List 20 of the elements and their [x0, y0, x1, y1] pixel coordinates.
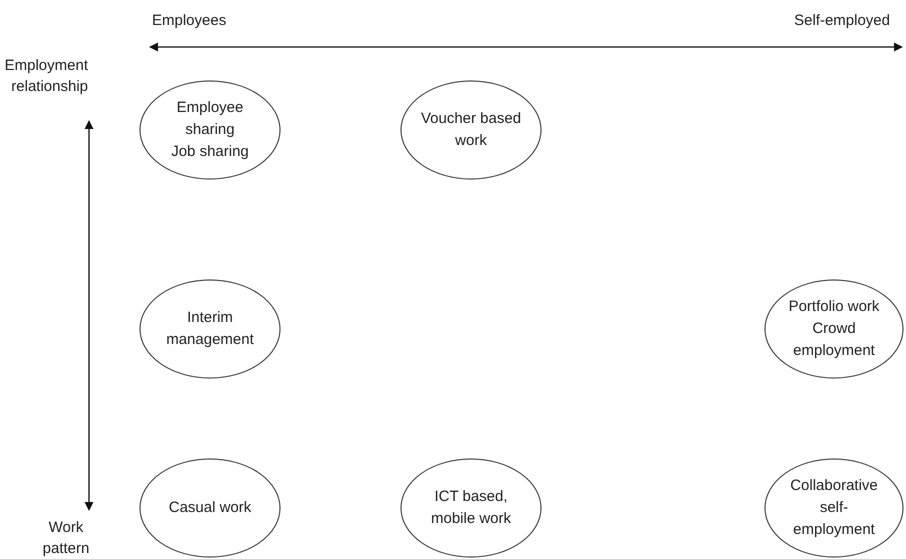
node-text: Collaborative self-employment: [789, 476, 879, 540]
node-text: Portfolio work: [788, 297, 880, 318]
axis-label: Employees: [152, 11, 226, 31]
node-text: Job sharing: [171, 142, 249, 162]
ellipse-node: [400, 80, 542, 180]
axis-label: Self-employed: [793, 11, 890, 31]
node-text: Crowd employment: [792, 319, 876, 361]
axis-label: Work pattern: [42, 518, 90, 559]
node-text: Employee sharing: [176, 98, 244, 140]
ellipse-node: [400, 458, 542, 558]
ellipse-node: [764, 279, 904, 379]
ellipse-node: [139, 279, 281, 379]
node-text: ICT based, mobile work: [430, 487, 512, 529]
node-text: Casual work: [168, 498, 252, 518]
ellipse-node: [764, 458, 904, 558]
node-text: Voucher based work: [420, 109, 522, 151]
node-text: Interim management: [165, 308, 255, 350]
ellipse-node: [139, 458, 281, 558]
axis-label: Employment relationship: [4, 56, 88, 97]
ellipse-node: [139, 80, 281, 180]
